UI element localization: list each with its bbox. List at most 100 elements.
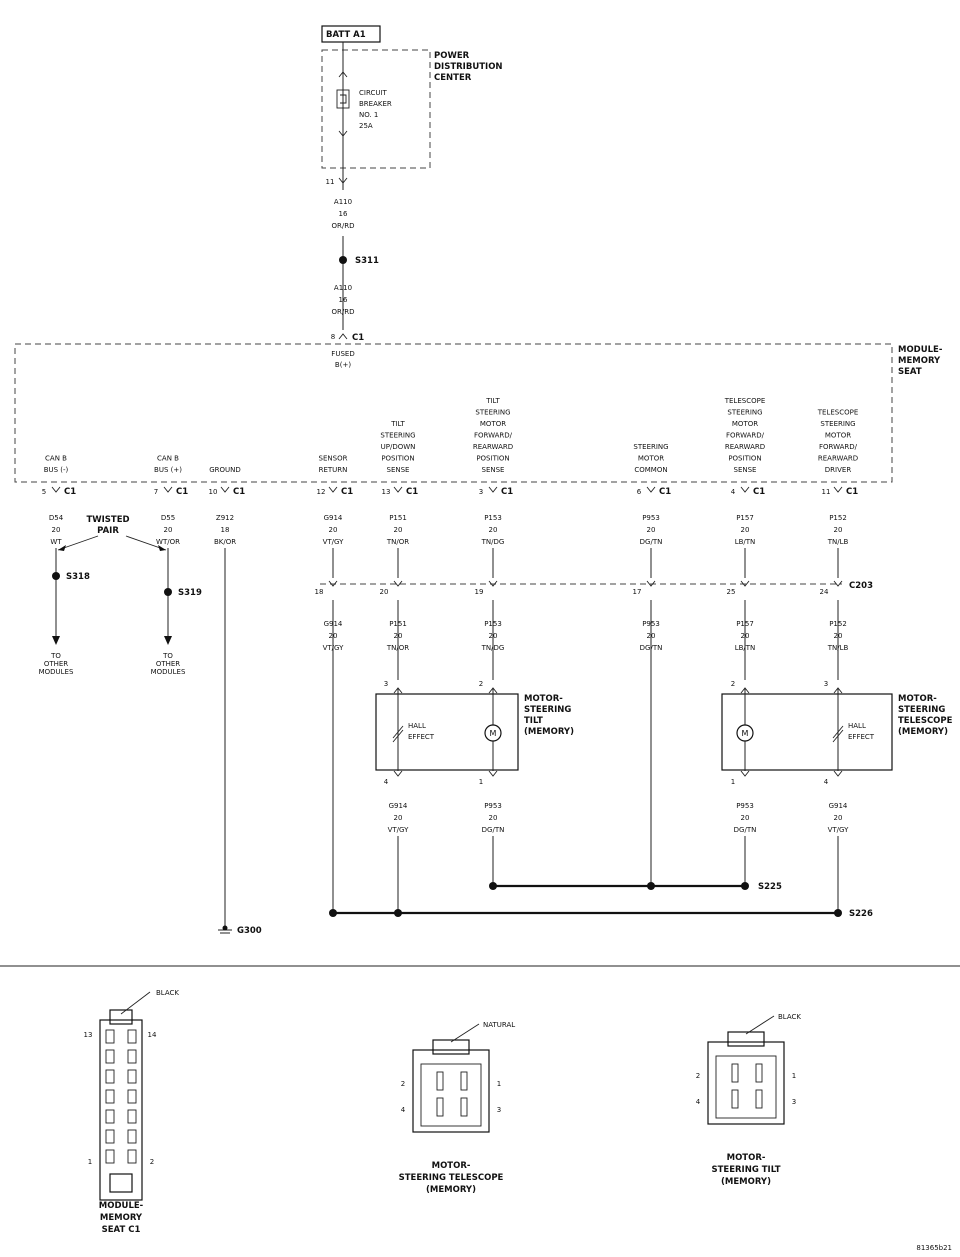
- tilt-fwdrear-wire-label: P153: [484, 514, 502, 522]
- motor-steering-tilt-bottom-pin-number: 4: [384, 778, 389, 786]
- sensor-return-connector-label: C1: [341, 487, 353, 497]
- motor-common-connector-label: C1: [659, 487, 671, 497]
- c1-fused-pin-number: 8: [331, 333, 335, 341]
- tele-driver-pin-symbol: [833, 486, 843, 493]
- tele-driver-function-label: STEERING: [820, 420, 855, 428]
- tele-lower-right-wire-label: VT/GY: [828, 826, 849, 834]
- s311-label: S311: [355, 256, 379, 266]
- tilt-lower-left-wire-label: G914: [389, 802, 408, 810]
- motor-common-pin-symbol: [646, 486, 656, 493]
- tilt-pin-3: 3: [792, 1098, 796, 1106]
- sensor-return-wire-label: VT/GY: [323, 538, 344, 546]
- tilt-fwdrear-c203-pin-number: 19: [475, 588, 484, 596]
- ground-function-label: GROUND: [209, 466, 241, 474]
- tele-position-function-label: POSITION: [728, 455, 761, 463]
- tilt-updown-wire-label: 20: [394, 526, 403, 534]
- c1-connector-title: MODULE-: [99, 1201, 144, 1211]
- telescope-pin-1: 1: [497, 1080, 501, 1088]
- c1-connector-title: SEAT C1: [102, 1225, 141, 1235]
- tele-driver-wire-label: TN/LB: [827, 538, 849, 546]
- ground-wire-label: BK/OR: [214, 538, 236, 546]
- motor-steering-tilt-title: TILT: [524, 716, 543, 726]
- tilt-color-leader: [745, 1015, 775, 1035]
- motor-steering-telescope-box: [721, 693, 893, 771]
- canb-minus-wire-label: 20: [52, 526, 61, 534]
- motor-steering-tilt-hall-effect-label: HALL: [408, 722, 426, 730]
- canb-plus-pin-number: 7: [154, 488, 158, 496]
- tele-driver-function-label: MOTOR: [825, 432, 851, 440]
- tele-lower-right-wire-label: 20: [834, 814, 843, 822]
- c1-pin-1: 1: [88, 1158, 92, 1166]
- c1-cavity: [127, 1029, 137, 1044]
- tilt-fwdrear-function-label: FORWARD/: [474, 432, 513, 440]
- tilt-updown-function-label: UP/DOWN: [381, 443, 416, 451]
- tilt-fwdrear-function-label: MOTOR: [480, 420, 506, 428]
- tilt-connector-title: STEERING TILT: [711, 1165, 780, 1175]
- telescope-pin-3: 3: [497, 1106, 501, 1114]
- c1-cavity: [127, 1049, 137, 1064]
- motor-steering-telescope-motor-symbol: M: [742, 729, 749, 738]
- c1-cavity: [105, 1109, 115, 1124]
- c1-pin-14: 14: [148, 1031, 157, 1039]
- tilt-connector-latch: [727, 1031, 765, 1047]
- tele-lower-left-wire-label: DG/TN: [734, 826, 757, 834]
- pdc-pin-symbol: [338, 177, 348, 184]
- motor-steering-telescope-motor-icon: [736, 724, 754, 742]
- circuit-breaker-label: 25A: [359, 122, 373, 130]
- tilt-cavity: [731, 1089, 739, 1109]
- c203-label: C203: [849, 581, 873, 591]
- motor-common-c203-pin-number: 17: [633, 588, 642, 596]
- s311-splice-dot: [339, 256, 347, 264]
- pdc-label: DISTRIBUTION: [434, 62, 503, 72]
- batt-a1-label: BATT A1: [326, 30, 366, 40]
- tele-position-function-label: FORWARD/: [726, 432, 765, 440]
- c1-cavity: [127, 1129, 137, 1144]
- tilt-lower-left-wire-label: VT/GY: [388, 826, 409, 834]
- tilt-updown-function-label: TILT: [390, 420, 405, 428]
- telescope-color-label: NATURAL: [483, 1021, 515, 1029]
- g300-label: G300: [237, 926, 262, 936]
- telescope-connector-title: MOTOR-: [432, 1161, 471, 1171]
- tilt-lower-right-wire-label: 20: [489, 814, 498, 822]
- tele-driver-function-label: TELESCOPE: [817, 409, 859, 417]
- telescope-connector-latch: [432, 1039, 470, 1055]
- tele-lower-left-wire-label: 20: [741, 814, 750, 822]
- c1-cavity: [127, 1109, 137, 1124]
- s226-splice-dot: [834, 909, 842, 917]
- fused-b-plus-label: FUSED: [331, 350, 354, 358]
- canb-minus-function-label: BUS (-): [44, 466, 69, 474]
- tilt-cavity: [755, 1089, 763, 1109]
- to-other-modules-left-label: OTHER: [44, 660, 68, 668]
- sensor-return-c203-pin-symbol: [328, 580, 338, 587]
- c1-cavity: [105, 1089, 115, 1104]
- ground-wire-label: 18: [221, 526, 230, 534]
- s318-splice-dot: [52, 572, 60, 580]
- sensor-return-function-label: SENSOR: [319, 455, 348, 463]
- motor-steering-telescope-bottom-pin-number: 1: [731, 778, 735, 786]
- tele-position-c203-pin-symbol: [740, 580, 750, 587]
- tele-lower-left-wire-label: P953: [736, 802, 754, 810]
- motor-common-function-label: STEERING: [633, 443, 668, 451]
- circuit-breaker-label: BREAKER: [359, 100, 392, 108]
- s319-label: S319: [178, 588, 202, 598]
- telescope-connector-inner: [420, 1063, 482, 1127]
- motor-steering-telescope-hall-effect-label: EFFECT: [848, 733, 875, 741]
- motor-steering-tilt-hall-effect-label: EFFECT: [408, 733, 435, 741]
- motor-steering-tilt-title: (MEMORY): [524, 727, 574, 737]
- tilt-pin-2: 2: [696, 1072, 700, 1080]
- motor-steering-tilt-hall-effect-icon: [392, 725, 404, 743]
- tele-position-wire-label: LB/TN: [735, 538, 756, 546]
- tele-driver-connector-label: C1: [846, 487, 858, 497]
- canb-plus-connector-label: C1: [176, 487, 188, 497]
- tele-position-connector-label: C1: [753, 487, 765, 497]
- telescope-pin-4: 4: [401, 1106, 406, 1114]
- tele-position-pin-symbol: [740, 486, 750, 493]
- telescope-cavity: [460, 1071, 468, 1091]
- to-other-modules-right-label: MODULES: [151, 668, 186, 676]
- motor-steering-tilt-bottom-pin-number: 1: [479, 778, 483, 786]
- motor-common-wire-label: 20: [647, 526, 656, 534]
- motor-common-wire-label: P953: [642, 514, 660, 522]
- tilt-fwdrear-function-label: SENSE: [482, 466, 505, 474]
- canb-minus-wire-label: WT: [50, 538, 62, 546]
- s226-node-tilt: [394, 909, 402, 917]
